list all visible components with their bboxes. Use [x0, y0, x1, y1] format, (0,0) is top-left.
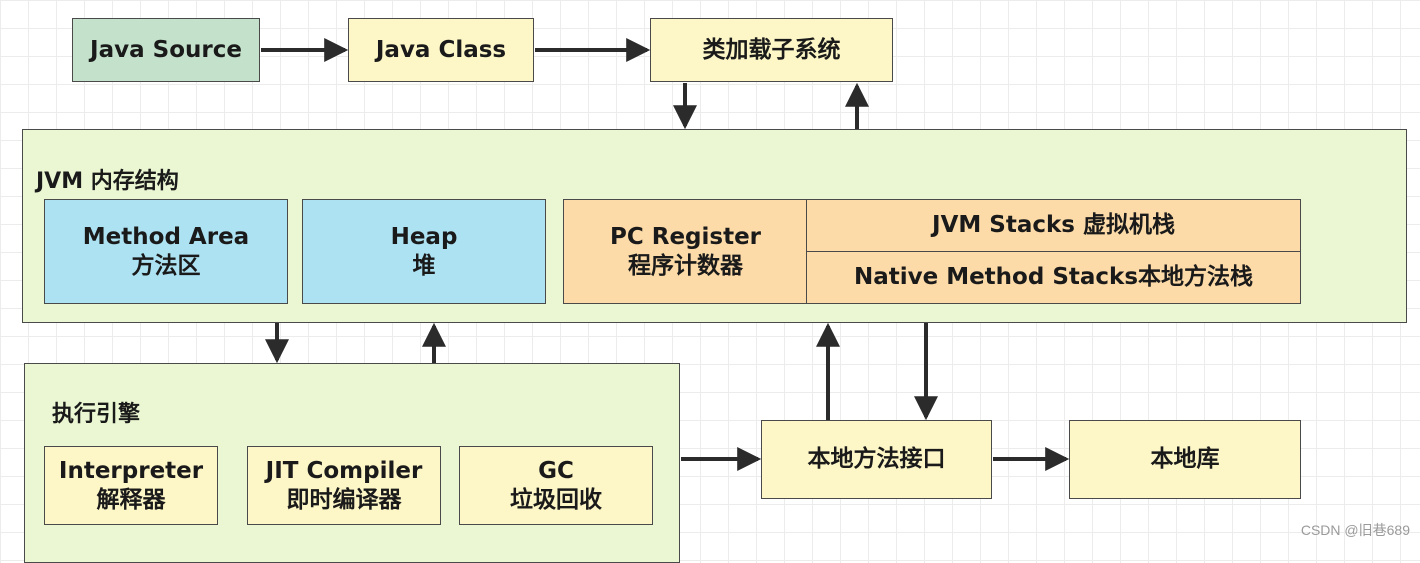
- watermark: CSDN @旧巷689: [1300, 522, 1410, 538]
- jvm-memory-title: JVM 内存结构: [36, 169, 179, 194]
- jit-compiler-box: JIT Compiler 即时编译器: [247, 446, 441, 525]
- gc-box: GC 垃圾回收: [459, 446, 653, 525]
- native-method-stacks-label: Native Method Stacks本地方法栈: [853, 264, 1254, 291]
- pc-register-label-cn: 程序计数器: [628, 252, 743, 279]
- native-library-box: 本地库: [1069, 420, 1301, 499]
- jit-compiler-label-cn: 即时编译器: [286, 486, 402, 513]
- java-source-box: Java Source: [72, 18, 260, 82]
- class-loader-box: 类加载子系统: [650, 18, 893, 82]
- native-method-interface-box: 本地方法接口: [761, 420, 992, 499]
- gc-label-en: GC: [538, 457, 574, 484]
- jit-compiler-label-en: JIT Compiler: [265, 457, 423, 484]
- heap-box: Heap 堆: [302, 199, 546, 304]
- pc-register-box: PC Register 程序计数器: [563, 199, 808, 304]
- interpreter-label-cn: 解释器: [96, 486, 166, 513]
- method-area-label-cn: 方法区: [131, 252, 201, 279]
- interpreter-box: Interpreter 解释器: [44, 446, 218, 525]
- method-area-label-en: Method Area: [82, 223, 250, 250]
- native-method-stacks-box: Native Method Stacks本地方法栈: [806, 251, 1301, 304]
- pc-register-label-en: PC Register: [609, 223, 762, 250]
- jvm-stacks-label: JVM Stacks 虚拟机栈: [932, 212, 1175, 239]
- execution-engine-title: 执行引擎: [52, 402, 141, 427]
- native-method-interface-label: 本地方法接口: [807, 446, 946, 473]
- class-loader-label: 类加载子系统: [702, 36, 841, 63]
- jvm-stacks-box: JVM Stacks 虚拟机栈: [806, 199, 1301, 252]
- connector-arrows: [261, 38, 1070, 471]
- heap-label-en: Heap: [390, 223, 458, 250]
- java-class-label: Java Class: [375, 36, 507, 63]
- java-class-box: Java Class: [348, 18, 534, 82]
- heap-label-cn: 堆: [412, 252, 436, 279]
- method-area-box: Method Area 方法区: [44, 199, 288, 304]
- interpreter-label-en: Interpreter: [58, 457, 204, 484]
- gc-label-cn: 垃圾回收: [510, 486, 602, 513]
- java-source-label: Java Source: [90, 36, 242, 63]
- native-library-label: 本地库: [1150, 446, 1220, 473]
